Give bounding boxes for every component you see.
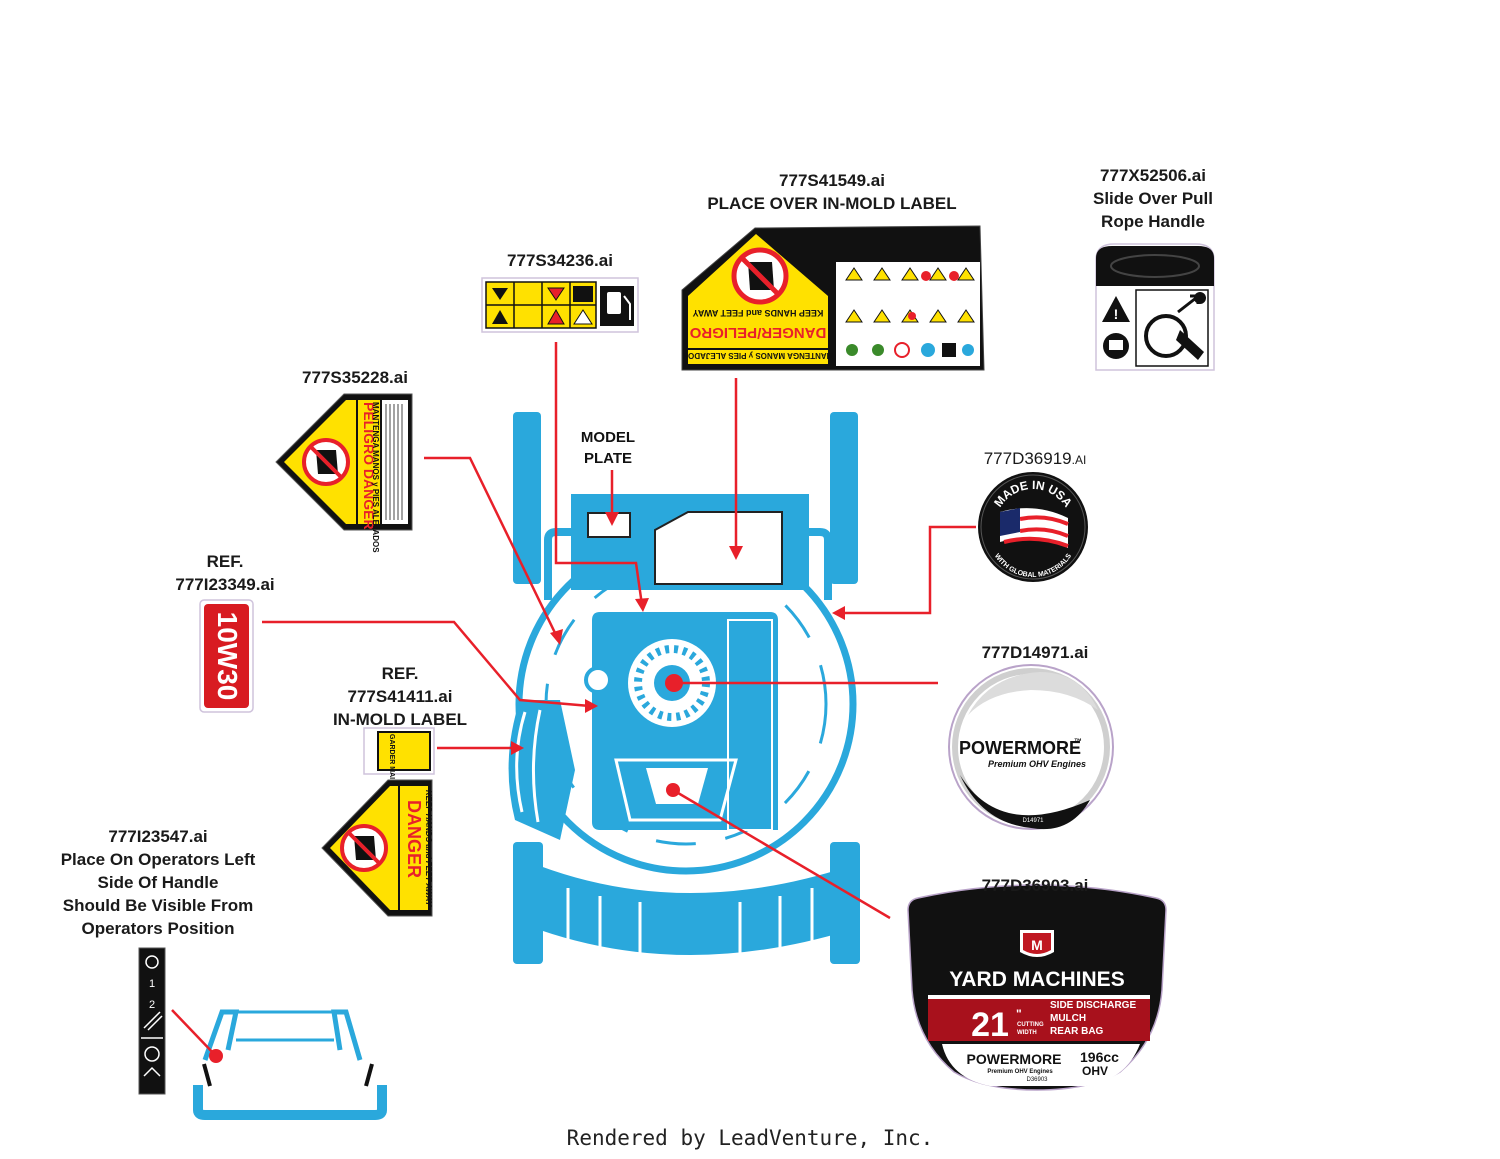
svg-text:": " <box>1016 1007 1022 1021</box>
yard-machines-brand: YARD MACHINES <box>949 968 1124 991</box>
svg-text:™: ™ <box>1074 737 1082 746</box>
svg-text:CUTTING: CUTTING <box>1017 1022 1044 1028</box>
label-777I23349: 10W30 <box>199 599 254 713</box>
caption-777X52506: 777X52506.ai Slide Over Pull Rope Handle <box>1093 166 1213 231</box>
engine-displacement: 196cc <box>1080 1049 1119 1065</box>
caption-777I23349: REF. 777I23349.ai <box>175 552 275 594</box>
engine-brand: POWERMORE <box>967 1051 1062 1067</box>
mower-side-chute <box>508 700 575 840</box>
mower-front-skirt <box>540 866 850 955</box>
callout-arrowheads <box>209 512 845 1063</box>
in-mold-label-area <box>654 511 783 585</box>
label-777S41411: GARDER MAINS et PIEDS à DISTANCE DANGER … <box>321 727 435 917</box>
caption-777I23547: 777I23547.ai Place On Operators Left Sid… <box>60 827 256 938</box>
option-rear-bag: REAR BAG <box>1050 1026 1104 1037</box>
warning-triangle-icon <box>1102 296 1130 322</box>
caption-777S34236: 777S34236.ai <box>507 251 613 270</box>
svg-text:WIDTH: WIDTH <box>1017 1030 1037 1036</box>
mower-handle-illustration <box>193 1009 387 1120</box>
caption-777D14971: 777D14971.ai <box>981 643 1089 662</box>
model-plate-line1: MODEL <box>581 429 635 446</box>
svg-text:D36903: D36903 <box>1026 1077 1048 1083</box>
flag-icon <box>1000 508 1069 548</box>
s41411-danger-title: DANGER <box>404 800 424 878</box>
mower-wheel-front-left <box>513 842 543 964</box>
s41549-warning-en: KEEP HANDS and FEET AWAY <box>693 308 824 318</box>
svg-text:OHV: OHV <box>1082 1064 1108 1078</box>
label-777X52506: ! <box>1095 243 1215 371</box>
callout-lines <box>171 342 976 1057</box>
caption-777S35228: 777S35228.ai <box>302 368 408 387</box>
svg-text:!: ! <box>1114 306 1119 322</box>
model-plate-line2: PLATE <box>584 450 632 467</box>
caption-777S41549: 777S41549.ai PLACE OVER IN-MOLD LABEL <box>707 171 957 213</box>
label-777S41549: KEEP HANDS and FEET AWAY DANGER/PELIGRO … <box>681 225 985 371</box>
caption-777S41411: REF. 777S41411.ai IN-MOLD LABEL <box>332 664 468 729</box>
s41411-warning-en: KEEP HANDS and FEET AWAY <box>424 790 433 907</box>
label-777I23547: 1 2 <box>138 947 166 1095</box>
mower-wheel-rear-right <box>830 412 858 584</box>
label-777D36903: M YARD MACHINES 21 " CUTTING WIDTH SIDE … <box>907 884 1167 1091</box>
label-777S34236 <box>481 277 639 333</box>
cutting-width-value: 21 <box>971 1006 1009 1044</box>
svg-text:2: 2 <box>149 999 155 1011</box>
s35228-warning-title: PELIGRO DANGER <box>361 402 377 530</box>
svg-text:1: 1 <box>149 978 155 990</box>
footer-credit: Rendered by LeadVenture, Inc. <box>566 1126 934 1150</box>
label-777D36919: MADE IN USA WITH GLOBAL MATERIALS <box>978 472 1088 582</box>
svg-text:M: M <box>1031 937 1043 953</box>
label-777S35228: PELIGRO DANGER MANTENGA MANOS y PIES ALE… <box>275 393 413 553</box>
s35228-warning-es: MANTENGA MANOS y PIES ALEJADOS <box>371 402 380 553</box>
svg-text:Premium OHV Engines: Premium OHV Engines <box>987 1069 1053 1075</box>
powermore-brand-text: POWERMORE <box>959 738 1081 758</box>
label-777D14971: POWERMORE ™ Premium OHV Engines D14971 <box>948 664 1114 830</box>
powermore-tagline: Premium OHV Engines <box>988 759 1086 769</box>
mower-wheel-rear-left <box>513 412 541 584</box>
svg-text:D14971: D14971 <box>1022 818 1044 824</box>
option-mulch: MULCH <box>1050 1013 1086 1024</box>
mower-illustration <box>508 412 860 964</box>
caption-777D36903: 777D36903.ai <box>981 876 1089 895</box>
oil-grade-text: 10W30 <box>212 612 243 701</box>
handle-icons: 1 2 <box>141 955 163 1077</box>
s41549-warning-es: MANTENGA MANOS y PIES ALEJADOS <box>682 351 833 360</box>
s41549-warning-title: DANGER/PELIGRO <box>689 324 826 341</box>
caption-777D36919: 777D36919.AI <box>983 449 1087 468</box>
option-side-discharge: SIDE DISCHARGE <box>1050 1000 1136 1011</box>
